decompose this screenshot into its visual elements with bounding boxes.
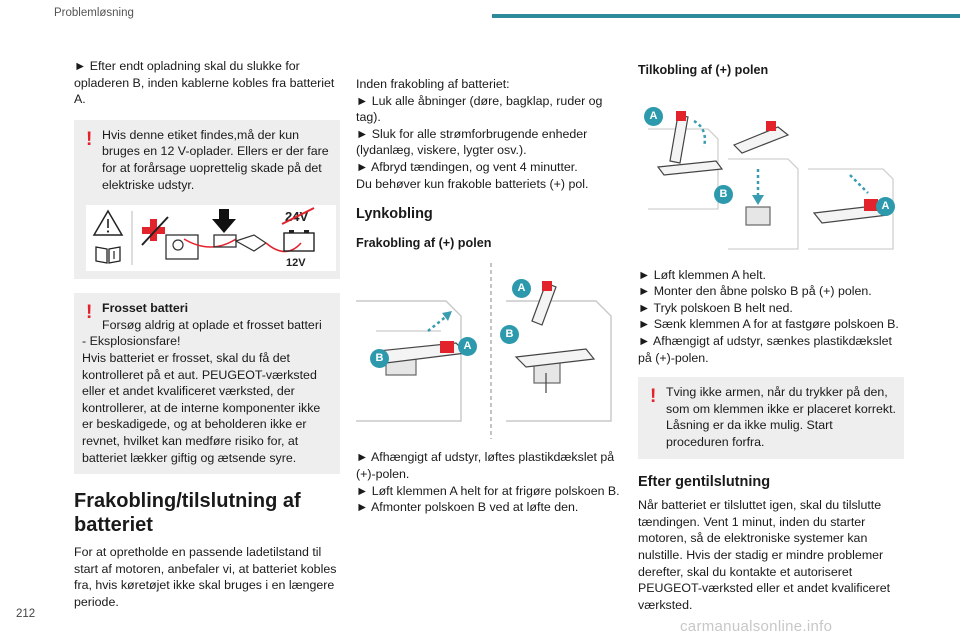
label-12v: 12V <box>286 257 306 269</box>
disconnect-figure: A B A B <box>356 261 620 441</box>
charging-step: ► Efter endt opladning skal du slukke fo… <box>74 59 335 107</box>
step: ► Løft klemmen A helt. <box>638 267 766 282</box>
warning-box-lever: ! Tving ikke armen, når du trykker på de… <box>638 377 904 459</box>
subheading-disconnect: Frakobling af (+) polen <box>356 235 492 250</box>
step: ► Sænk klemmen A for at fastgøre polskoe… <box>638 317 899 332</box>
intro-line: ► Luk alle åbninger (døre, bagklap, rude… <box>356 93 603 125</box>
page-number: 212 <box>16 608 36 620</box>
heading-after-reconnect: Efter gentilslutning <box>638 473 771 490</box>
reconnect-text: Når batteriet er tilsluttet igen, skal d… <box>638 498 891 612</box>
prohibited-24v-mark <box>281 207 315 226</box>
intro-line: Inden frakobling af batteriet: <box>356 77 510 91</box>
caution-triangle-icon <box>92 209 124 236</box>
label-b: B <box>714 184 733 204</box>
heading-lynkobling: Lynkobling <box>356 206 433 223</box>
subheading-connect: Tilkobling af (+) polen <box>638 63 769 77</box>
label-a: A <box>458 337 477 357</box>
step: ► Afhængigt af udstyr, løftes plastikdæk… <box>356 450 615 481</box>
running-header: Problemløsning <box>54 7 134 19</box>
section-text: For at opretholde en passende ladetilsta… <box>74 545 337 609</box>
label-b: B <box>500 325 519 345</box>
battery-icon <box>283 232 315 252</box>
warning-icon: ! <box>650 386 657 408</box>
step: ► Afhængigt af udstyr, sænkes plastikdæk… <box>638 333 893 365</box>
warning-icon: ! <box>86 302 93 324</box>
manual-book-icon <box>95 246 121 264</box>
step: ► Tryk polskoen B helt ned. <box>638 300 793 315</box>
label-a: A <box>644 106 663 126</box>
prohibited-plus-icon <box>141 216 169 246</box>
intro-line: ► Sluk for alle strømforbrugende enheder… <box>356 126 588 158</box>
step: ► Løft klemmen A helt for at frigøre pol… <box>356 483 620 498</box>
step: ► Monter den åbne polsko B på (+) polen. <box>638 284 872 299</box>
warning-text: Hvis denne etiket findes,må der kun brug… <box>102 127 329 192</box>
warning-line: Forsøg aldrig at oplade et frosset batte… <box>102 317 322 332</box>
label-b: B <box>370 349 389 369</box>
step: ► Afmonter polskoen B ved at løfte den. <box>356 500 579 515</box>
charger-label-illustration: 24V 12V <box>86 205 336 272</box>
section-title: Frakobling/tilslutning af batteriet <box>74 490 301 537</box>
connect-figure: A B A <box>638 89 904 259</box>
down-arrow-icon <box>212 219 236 234</box>
connect-illustration <box>648 110 894 250</box>
label-a: A <box>512 279 531 299</box>
disconnect-illustration <box>356 263 612 440</box>
column-2: Inden frakobling af batteriet: ► Luk all… <box>356 76 620 516</box>
watermark: carmanualsonline.info <box>680 618 833 635</box>
warning-icon: ! <box>86 128 93 150</box>
warning-title: Frosset batteri <box>102 301 189 316</box>
column-3: Tilkobling af (+) polen A B A ► Løft kle… <box>638 62 904 613</box>
intro-line: ► Afbryd tændingen, og vent 4 minutter. <box>356 159 578 174</box>
intro-line: Du behøver kun frakoble batteriets (+) p… <box>356 176 589 191</box>
warning-box-frozen: ! Frosset batteri Forsøg aldrig at oplad… <box>74 293 340 475</box>
warning-box-12v: ! Hvis denne etiket findes,må der kun br… <box>74 119 340 280</box>
header-accent-bar <box>492 14 960 18</box>
column-1: ► Efter endt opladning skal du slukke fo… <box>74 58 340 610</box>
warning-line: Hvis batteriet er frosset, skal du få de… <box>82 350 321 465</box>
label-a: A <box>876 196 895 216</box>
charger-label-figure: 24V 12V <box>86 205 336 272</box>
warning-text: Tving ikke armen, når du trykker på den,… <box>666 385 896 449</box>
warning-line: - Eksplosionsfare! <box>82 334 181 349</box>
